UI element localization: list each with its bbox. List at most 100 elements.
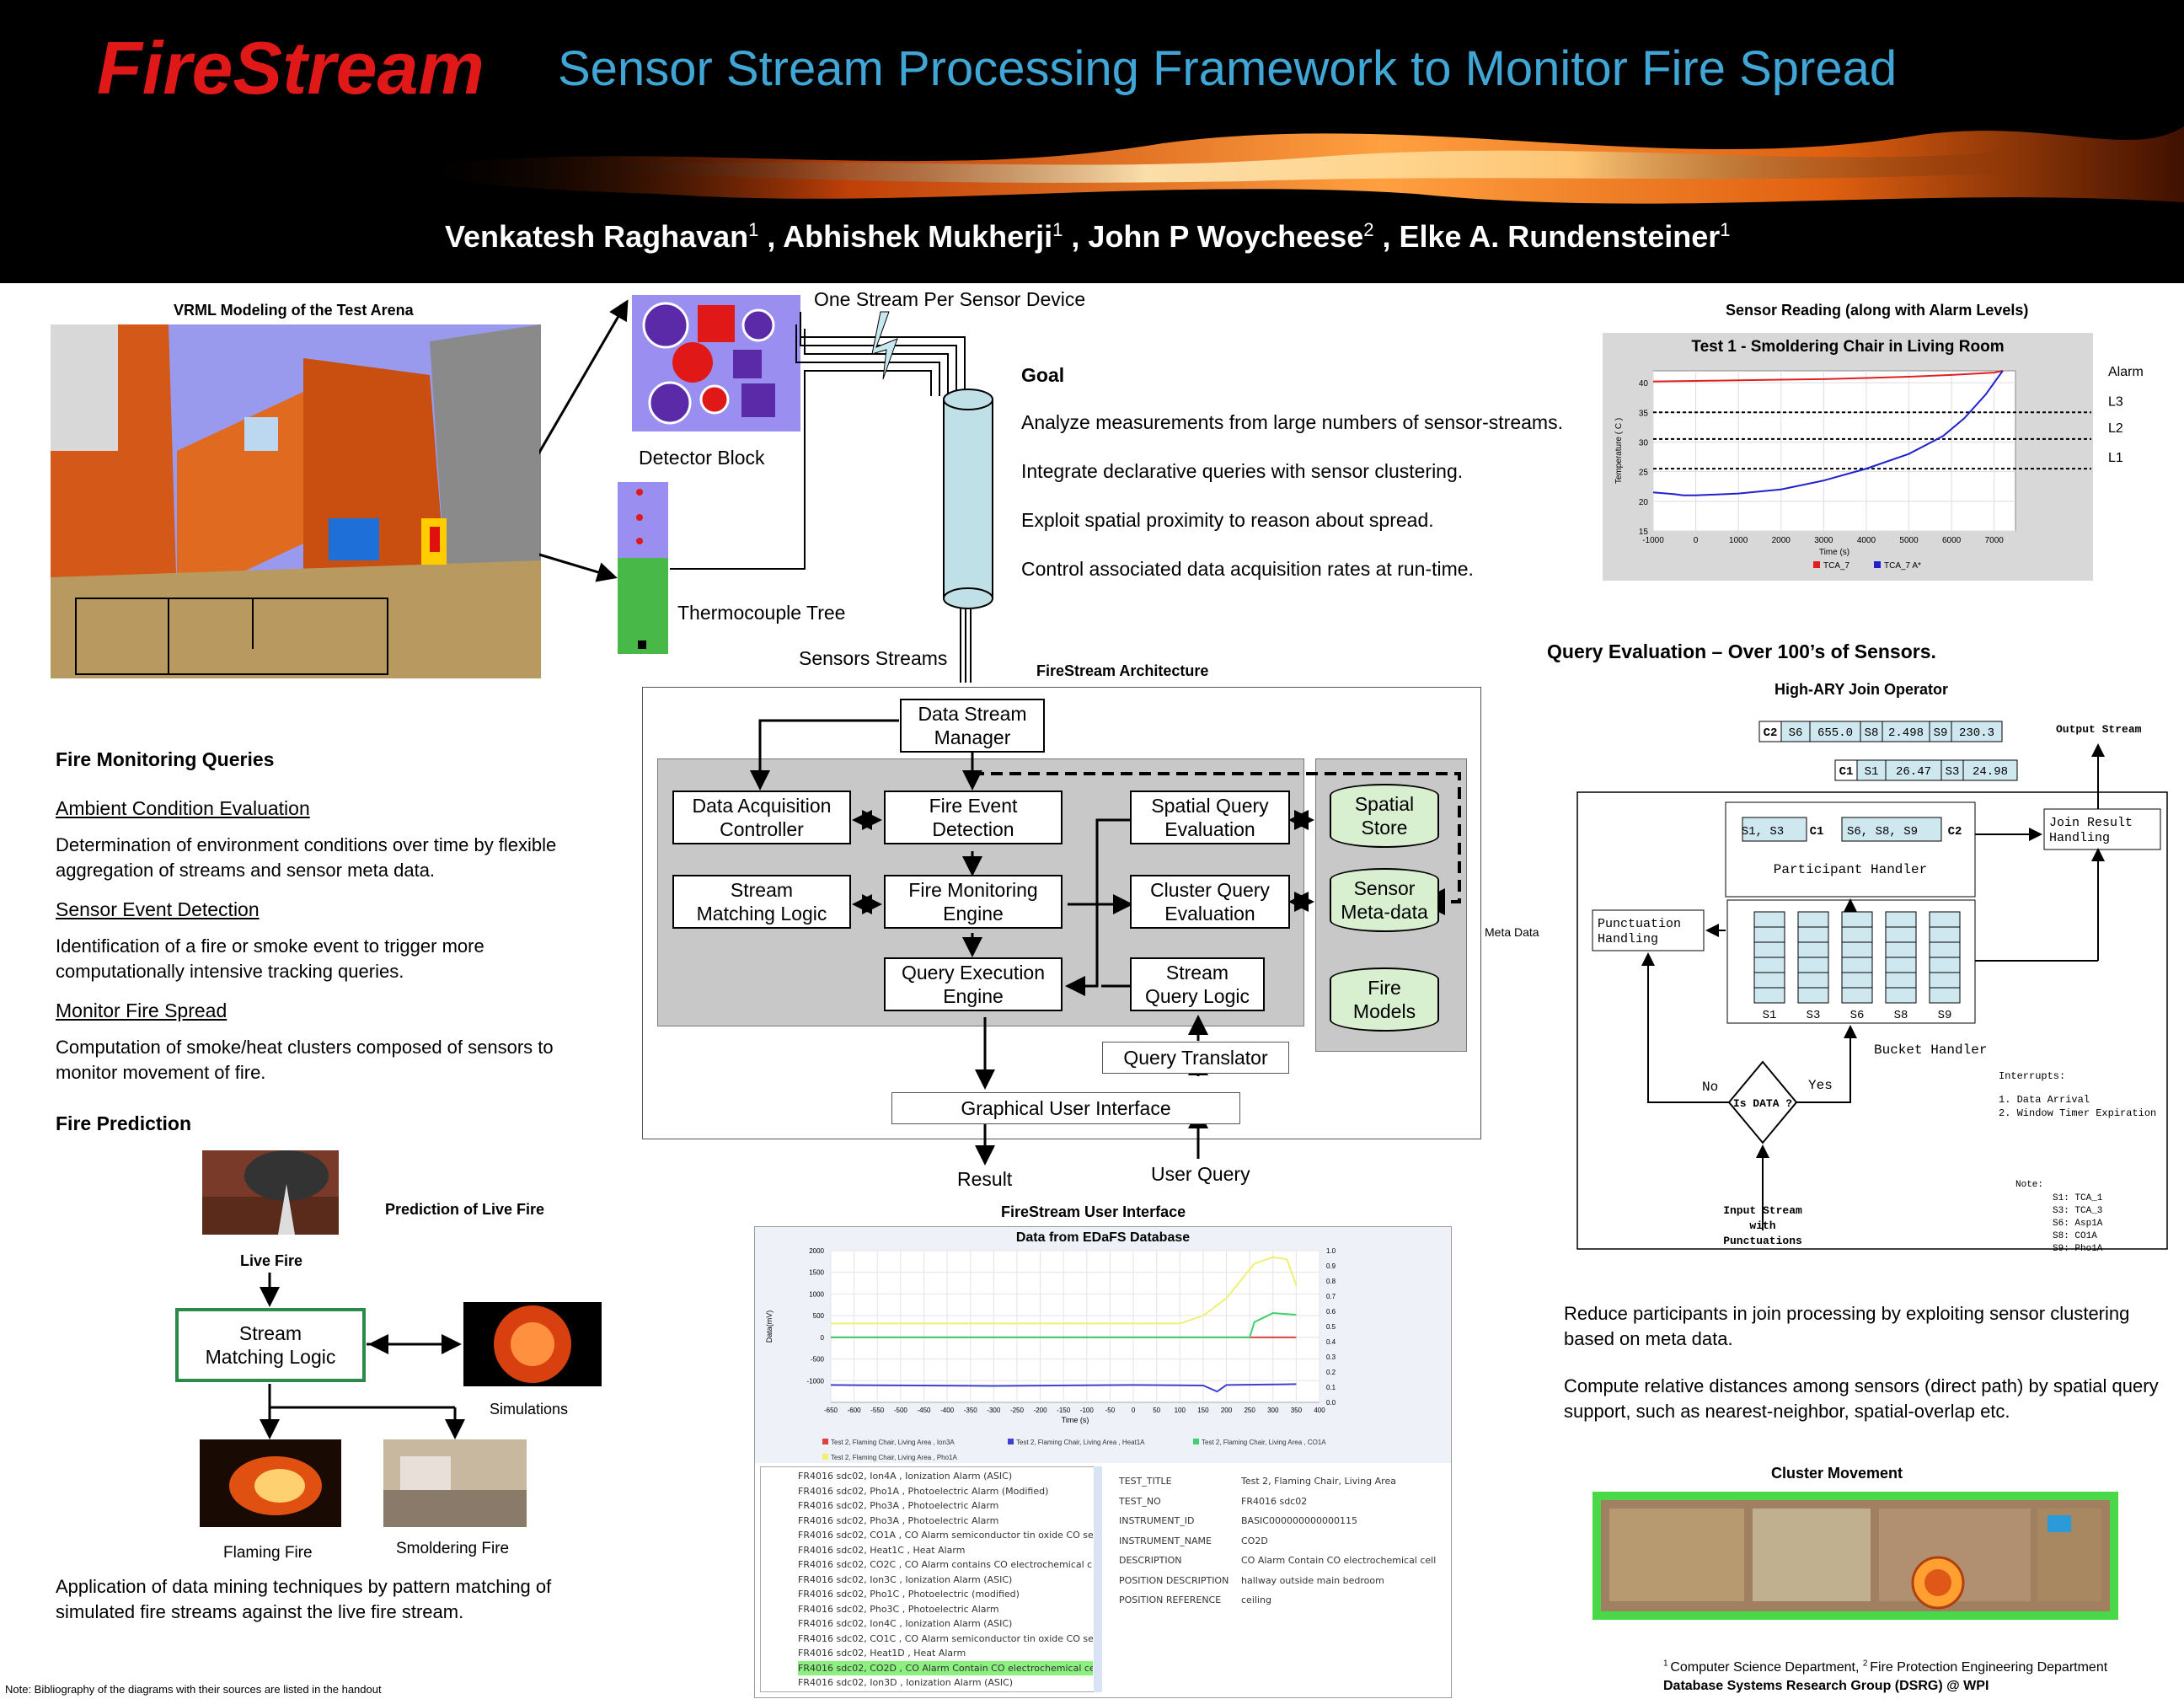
x-tick-label: 0 xyxy=(1694,536,1699,545)
goal-item: Integrate declarative queries with senso… xyxy=(1021,460,1464,482)
architecture-arrows xyxy=(750,719,1461,1166)
y-tick-label: 15 xyxy=(1639,528,1649,537)
ui-legend-item: Test 2, Flaming Chair, Living Area , Pho… xyxy=(822,1454,1008,1461)
stream-matching-box: Stream Matching Logic xyxy=(175,1308,366,1382)
x-tick-label: -500 xyxy=(894,1407,908,1414)
y-tick-label: 25 xyxy=(1639,469,1649,478)
instrument-list-item[interactable]: FR4016 sdc02, Ion4A , Ionization Alarm (… xyxy=(798,1471,1013,1482)
goal-title: Goal xyxy=(1021,364,1065,386)
instrument-list-item[interactable]: FR4016 sdc02, Pho3C , Photoelectric Alar… xyxy=(798,1603,999,1615)
bucket-label: S9 xyxy=(1938,1009,1952,1022)
output-row-cell xyxy=(1758,721,1782,742)
sensor-caption: Sensor Reading (along with Alarm Levels) xyxy=(1726,302,2029,319)
instrument-list-item[interactable]: FR4016 sdc02, Pho3A , Photoelectric Alar… xyxy=(798,1500,999,1511)
y-tick-label: 30 xyxy=(1639,438,1649,448)
join-result-label: Handling xyxy=(2049,831,2110,845)
y-tick-label: -1000 xyxy=(807,1377,825,1385)
bucket-label: S6 xyxy=(1850,1009,1865,1022)
instrument-list-item[interactable]: FR4016 sdc02, Ion4C , Ionization Alarm (… xyxy=(798,1618,1013,1629)
output-row-cell xyxy=(1929,721,1952,742)
output-row-cell xyxy=(1962,759,2018,781)
spread-title: Monitor Fire Spread xyxy=(56,1000,228,1021)
author-name: Elke A. Rundensteiner xyxy=(1399,219,1721,254)
x-tick-label: -50 xyxy=(1105,1407,1116,1414)
output-row-value: S1 xyxy=(1865,765,1879,779)
interrupt-item: 2. Window Timer Expiration xyxy=(1999,1107,2156,1119)
y2-tick-label: 0.6 xyxy=(1326,1308,1336,1316)
join-result-label: Join Result xyxy=(2049,816,2133,830)
x-axis-label: Time (s) xyxy=(1062,1416,1089,1424)
goal-item: Exploit spatial proximity to reason abou… xyxy=(1021,509,1434,531)
instrument-list-item[interactable]: FR4016 sdc02, CO1A , CO Alarm semiconduc… xyxy=(798,1530,1093,1541)
query-translator-box: Query Translator xyxy=(1102,1042,1289,1074)
x-tick-label: -350 xyxy=(964,1407,978,1414)
instrument-list-item[interactable]: FR4016 sdc02, Heat1C , Heat Alarm xyxy=(798,1544,966,1556)
instrument-list-item[interactable]: FR4016 sdc02, Pho1C , Photoelectric (mod… xyxy=(798,1589,1020,1600)
compute-text: Compute relative distances among sensors… xyxy=(1564,1375,2159,1422)
y-tick-label: 40 xyxy=(1639,379,1649,389)
brand-title: FireStream xyxy=(97,26,484,110)
x-tick-label: 5000 xyxy=(1899,536,1919,545)
output-row-value: C2 xyxy=(1764,726,1778,740)
y-axis-label: Temperature ( C ) xyxy=(1614,418,1624,484)
output-row-value: 655.0 xyxy=(1817,726,1853,740)
instrument-list-item[interactable]: FR4016 sdc02, Ion3C , Ionization Alarm (… xyxy=(798,1573,1013,1585)
instrument-list-item[interactable]: FR4016 sdc02, Heat1D , Heat Alarm xyxy=(798,1648,966,1659)
x-tick-label: 1000 xyxy=(1729,536,1748,545)
join-caption: High-ARY Join Operator xyxy=(1774,681,1949,698)
is-data-decision xyxy=(1727,1060,1798,1144)
output-row-cell xyxy=(1809,721,1861,742)
result-label: Result xyxy=(957,1168,1013,1190)
author-name: John P Woycheese xyxy=(1088,219,1364,254)
spread-text: Computation of smoke/heat clusters compo… xyxy=(56,1037,554,1083)
participant-handler-frame xyxy=(1725,801,1976,898)
flame-banner-image xyxy=(404,126,2184,204)
data-acquisition-box: Data Acquisition Controller xyxy=(672,791,851,844)
instrument-list-item[interactable]: FR4016 sdc02, Pho3A , Photoelectric Alar… xyxy=(798,1514,999,1526)
note-title: Note: xyxy=(2015,1180,2043,1190)
punctuation-box xyxy=(1592,909,1705,951)
is-data-label: Is DATA ? xyxy=(1733,1097,1792,1110)
instrument-list-item[interactable]: FR4016 sdc02, CO2C , CO Alarm contains C… xyxy=(798,1559,1093,1570)
legend-label: Test 2, Flaming Chair, Living Area , Pho… xyxy=(831,1454,957,1461)
field-value: Test 2, Flaming Chair, Living Area xyxy=(1241,1476,1396,1487)
reduce-text: Reduce participants in join processing b… xyxy=(1564,1303,2130,1349)
author-affiliation-mark: 2 xyxy=(1363,219,1374,240)
smoldering-fire-label: Smoldering Fire xyxy=(396,1540,510,1557)
instrument-list[interactable]: FR4016 sdc02, Ion4A , Ionization Alarm (… xyxy=(760,1466,1097,1692)
instrument-list-item[interactable]: FR4016 sdc02, CO2D , CO Alarm Contain CO… xyxy=(798,1660,1093,1675)
output-row-cell xyxy=(1951,721,2003,742)
series-line xyxy=(830,1383,1297,1393)
note-item: S8: CO1A xyxy=(2053,1231,2097,1241)
series-line xyxy=(831,1256,1298,1325)
instrument-list-item[interactable]: FR4016 sdc02, CO1C , CO Alarm semiconduc… xyxy=(798,1632,1093,1644)
x-tick-label: -650 xyxy=(824,1407,838,1414)
bibliography-note: Note: Bibliography of the diagrams with … xyxy=(5,1683,382,1696)
authors: Venkatesh Raghavan1 , Abhishek Mukherji1… xyxy=(445,219,1731,254)
sensor-stream-lines xyxy=(539,299,972,683)
field-key: TEST_TITLE xyxy=(1119,1476,1172,1487)
field-key: INSTRUMENT_ID xyxy=(1119,1515,1195,1526)
ui-chart-title: Data from EDaFS Database xyxy=(1015,1230,1191,1245)
affil-fpe: Fire Protection Engineering Department xyxy=(1870,1660,2108,1675)
affil-cs: Computer Science Department, xyxy=(1670,1660,1863,1675)
smoldering-fire-image xyxy=(383,1439,527,1527)
simulations-image xyxy=(463,1302,602,1386)
poster-title: Sensor Stream Processing Framework to Mo… xyxy=(558,41,1898,96)
instrument-list-item[interactable]: FR4016 sdc02, Ion3D , Ionization Alarm (… xyxy=(798,1677,1014,1688)
no-label: No xyxy=(1702,1080,1718,1095)
alarm-level-label: L3 xyxy=(2108,394,2123,409)
field-key: DESCRIPTION xyxy=(1119,1555,1182,1566)
ui-chart-legend: Test 2, Flaming Chair, Living Area , Ion… xyxy=(822,1434,1378,1464)
y2-tick-label: 0.9 xyxy=(1326,1262,1336,1270)
output-row-value: C1 xyxy=(1839,765,1854,779)
y2-tick-label: 0.7 xyxy=(1326,1293,1336,1300)
field-key: TEST_NO xyxy=(1119,1495,1161,1507)
participant-cell xyxy=(1841,817,1942,842)
instrument-list-item[interactable]: FR4016 sdc02, Pho1A , Photoelectric Alar… xyxy=(798,1485,1049,1497)
list-scrollbar[interactable] xyxy=(1094,1466,1102,1692)
field-value: CO2D xyxy=(1241,1535,1268,1546)
vrml-caption: VRML Modeling of the Test Arena xyxy=(174,302,414,319)
